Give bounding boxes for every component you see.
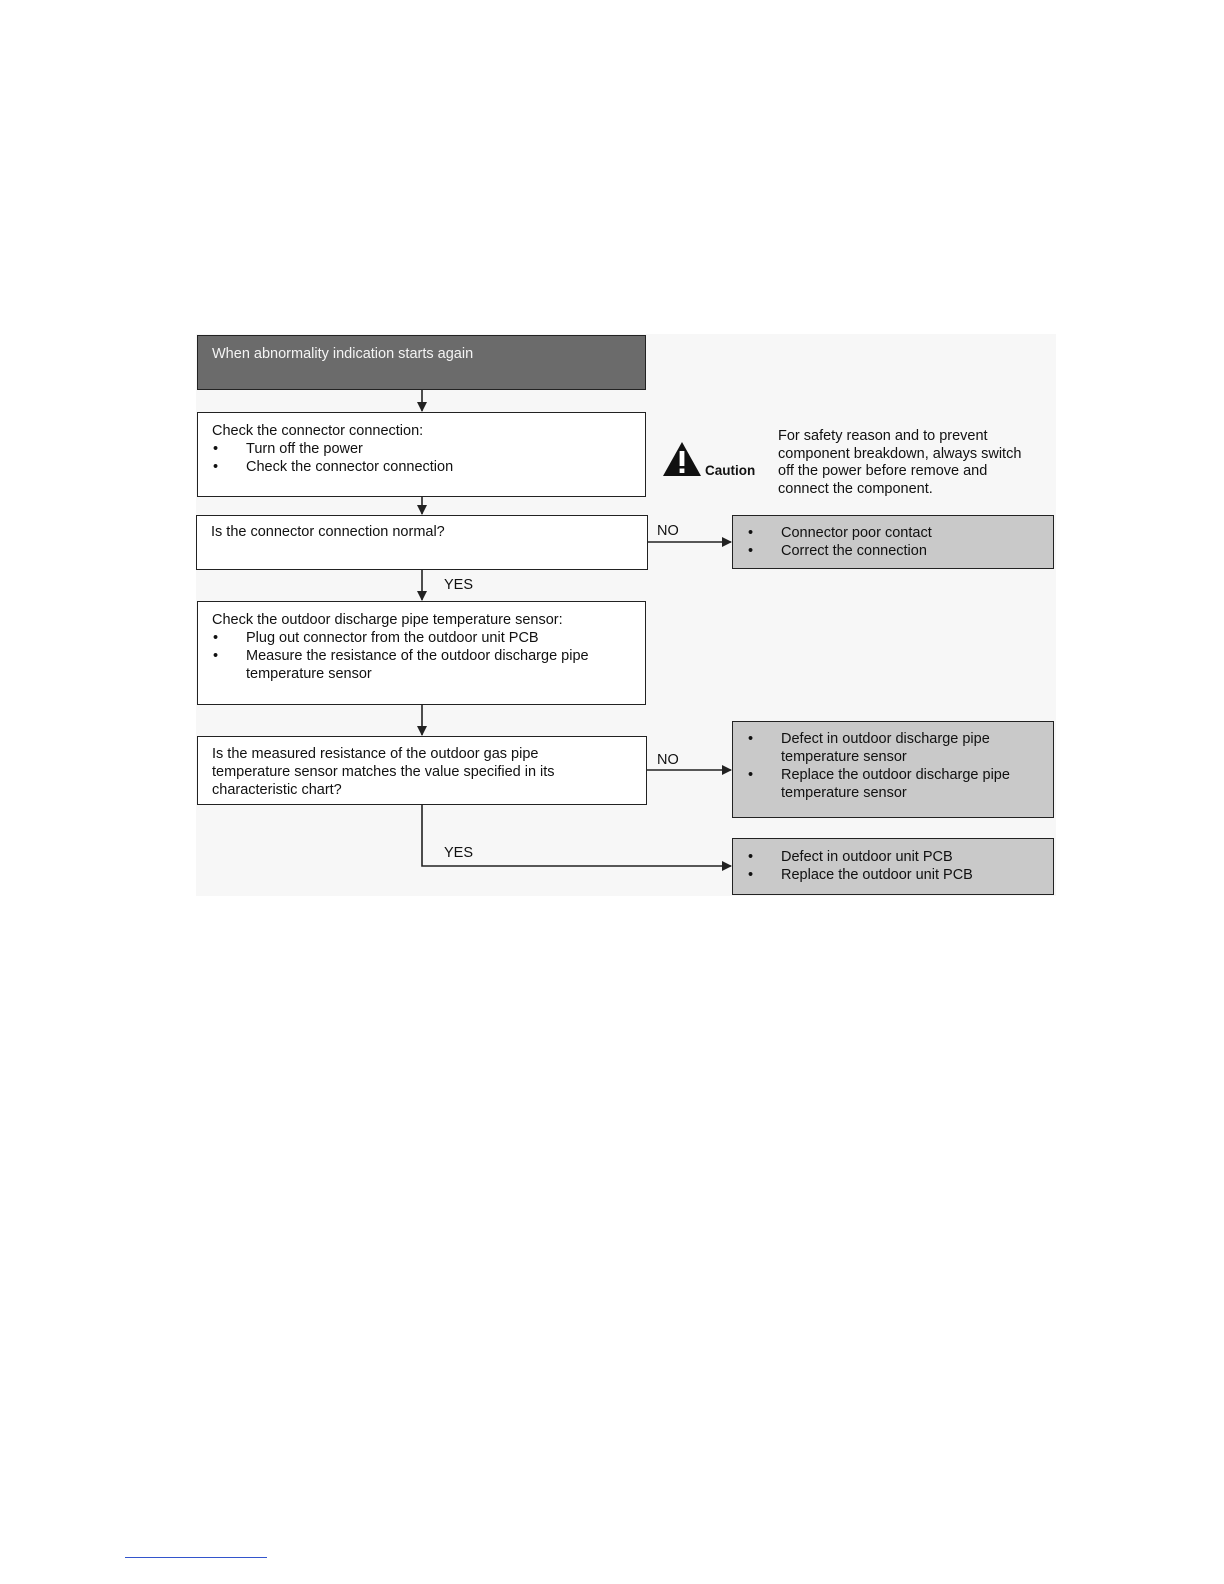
check-sensor-step: Measure the resistance of the outdoor di… bbox=[212, 647, 631, 683]
result-sensor-box: Defect in outdoor discharge pipe tempera… bbox=[732, 721, 1054, 818]
check-sensor-box: Check the outdoor discharge pipe tempera… bbox=[197, 601, 646, 705]
no-label: NO bbox=[657, 752, 679, 768]
decision-connector-text: Is the connector connection normal? bbox=[211, 524, 445, 540]
check-connector-step: Check the connector connection bbox=[212, 458, 631, 476]
footer-rule bbox=[125, 1557, 267, 1558]
start-text: When abnormality indication starts again bbox=[212, 346, 474, 362]
arrow-decision-resistance-yes bbox=[421, 805, 732, 871]
check-connector-steps: Turn off the power Check the connector c… bbox=[212, 440, 631, 476]
check-connector-heading: Check the connector connection: bbox=[212, 423, 424, 439]
check-sensor-steps: Plug out connector from the outdoor unit… bbox=[212, 629, 631, 683]
safety-note: For safety reason and to prevent compone… bbox=[778, 428, 1022, 497]
result-pcb-item: Defect in outdoor unit PCB bbox=[747, 848, 1039, 866]
result-pcb-list: Defect in outdoor unit PCB Replace the o… bbox=[747, 848, 1039, 884]
yes-label: YES bbox=[444, 577, 474, 593]
result-pcb-box: Defect in outdoor unit PCB Replace the o… bbox=[732, 838, 1054, 895]
decision-resistance-box: Is the measured resistance of the outdoo… bbox=[197, 736, 647, 805]
check-connector-step: Turn off the power bbox=[212, 440, 631, 458]
result-connector-box: Connector poor contact Correct the conne… bbox=[732, 515, 1054, 569]
decision-connector-box: Is the connector connection normal? bbox=[196, 515, 648, 570]
check-sensor-heading: Check the outdoor discharge pipe tempera… bbox=[212, 612, 563, 628]
caution-label: Caution bbox=[705, 463, 756, 478]
warning-triangle-icon bbox=[663, 442, 701, 476]
check-sensor-step: Plug out connector from the outdoor unit… bbox=[212, 629, 631, 647]
yes-label: YES bbox=[444, 845, 474, 861]
result-connector-item: Correct the connection bbox=[747, 542, 1039, 560]
check-connector-box: Check the connector connection: Turn off… bbox=[197, 412, 646, 497]
no-label: NO bbox=[657, 523, 679, 539]
result-pcb-item: Replace the outdoor unit PCB bbox=[747, 866, 1039, 884]
start-box: When abnormality indication starts again bbox=[197, 335, 646, 390]
decision-resistance-text: Is the measured resistance of the outdoo… bbox=[212, 746, 555, 798]
result-sensor-item: Defect in outdoor discharge pipe tempera… bbox=[747, 730, 1019, 766]
result-sensor-item: Replace the outdoor discharge pipe tempe… bbox=[747, 766, 1019, 802]
result-sensor-list: Defect in outdoor discharge pipe tempera… bbox=[747, 730, 1039, 802]
result-connector-item: Connector poor contact bbox=[747, 524, 1039, 542]
result-connector-list: Connector poor contact Correct the conne… bbox=[747, 524, 1039, 560]
